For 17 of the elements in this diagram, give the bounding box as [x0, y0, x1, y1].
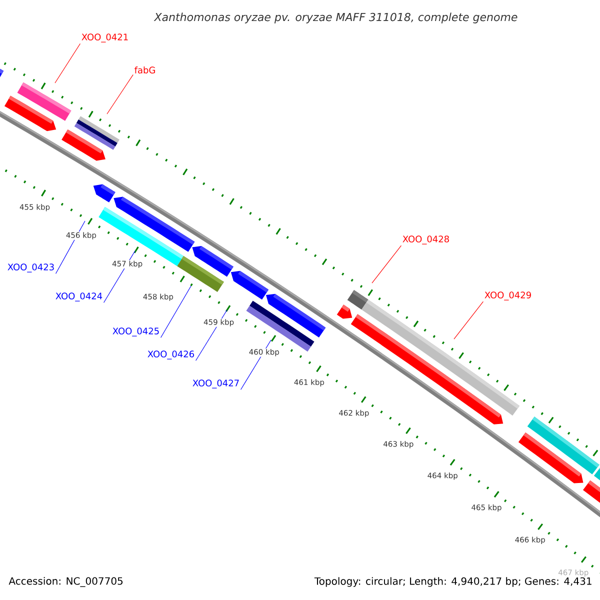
gene-label: XOO_0428: [402, 236, 449, 244]
gene-label: XOO_0425: [112, 328, 159, 336]
title: Xanthomonas oryzae pv. oryzae MAFF 311018, complete genome: [154, 12, 518, 24]
footer-text: Accession: NC_007705: [8, 577, 123, 587]
gene-label: XOO_0421: [82, 34, 128, 42]
leader-line: [54, 43, 81, 84]
leader-line: [372, 245, 402, 284]
footer-text: Topology: circular; Length: 4,940,217 bp; Genes: 4,431: [314, 577, 592, 587]
gene-label: XOO_0423: [8, 264, 54, 272]
gene-label: fabG: [134, 66, 155, 74]
leader-line: [454, 301, 484, 340]
gene-label: XOO_0426: [148, 350, 194, 360]
gene-label: XOO_0427: [192, 380, 239, 388]
leader-line: [106, 74, 134, 114]
gene-label: XOO_0429: [484, 292, 531, 300]
leader-line: [160, 286, 192, 338]
gene-label: XOO_0424: [56, 292, 102, 302]
